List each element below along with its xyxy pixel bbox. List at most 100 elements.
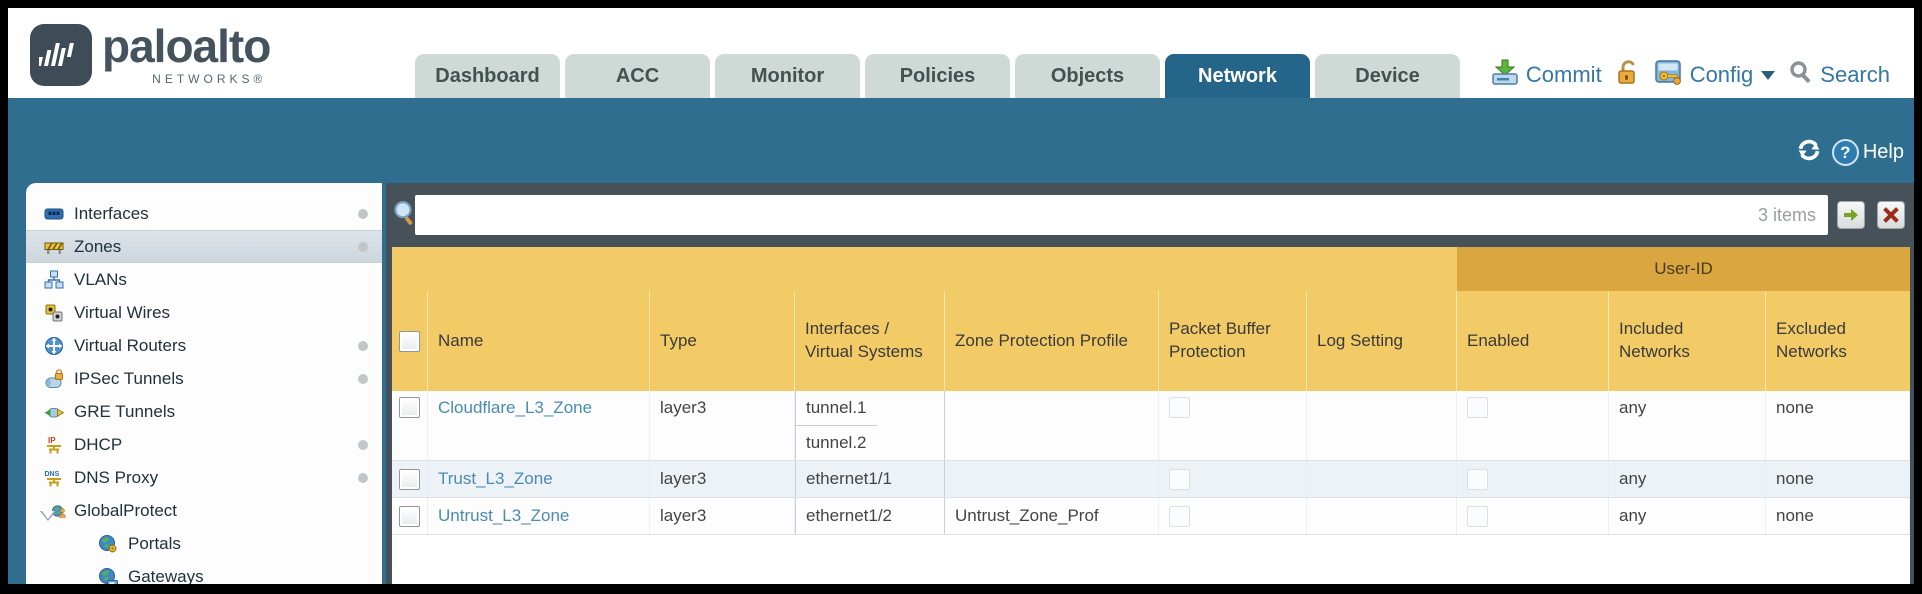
svg-text:DNS: DNS xyxy=(45,471,60,478)
user-id-group-header: User-ID xyxy=(1457,247,1910,291)
tab-policies[interactable]: Policies xyxy=(865,54,1010,98)
zone-name-link[interactable]: Untrust_L3_Zone xyxy=(438,506,570,525)
tab-acc[interactable]: ACC xyxy=(565,54,710,98)
excluded-networks: none xyxy=(1766,391,1910,460)
gre-tunnels-icon xyxy=(42,401,66,423)
column-header-interfaces[interactable]: Interfaces / Virtual Systems xyxy=(795,291,945,391)
tab-dashboard[interactable]: Dashboard xyxy=(415,54,560,98)
column-header-enabled[interactable]: Enabled xyxy=(1457,291,1609,391)
column-header-name[interactable]: Name xyxy=(428,291,650,391)
status-dot xyxy=(358,439,368,450)
column-header-zone-protection-profile[interactable]: Zone Protection Profile xyxy=(945,291,1159,391)
status-dot xyxy=(358,340,368,351)
zones-icon xyxy=(42,236,66,258)
network-sidebar: Interfaces Zones xyxy=(26,183,382,584)
top-header: paloalto NETWORKS® Dashboard ACC Monitor… xyxy=(8,8,1914,98)
column-header-packet-buffer-protection[interactable]: Packet Buffer Protection xyxy=(1159,291,1307,391)
ipsec-tunnels-icon xyxy=(42,368,66,390)
sidebar-item-globalprotect[interactable]: GlobalProtect xyxy=(26,494,382,527)
virtual-routers-icon xyxy=(42,335,66,357)
brand-text: paloalto xyxy=(102,20,271,72)
apply-filter-button[interactable] xyxy=(1837,201,1865,229)
search-icon xyxy=(1788,59,1814,91)
tab-device[interactable]: Device xyxy=(1315,54,1460,98)
status-dot xyxy=(358,472,368,483)
config-menu-button[interactable]: Config xyxy=(1654,58,1776,92)
globalprotect-icon xyxy=(40,500,66,522)
interface-item: tunnel.1 xyxy=(796,391,877,426)
sidebar-item-interfaces[interactable]: Interfaces xyxy=(26,197,382,230)
row-select-checkbox[interactable] xyxy=(399,397,420,418)
sidebar-item-vlans[interactable]: VLANs xyxy=(26,263,382,296)
status-dot xyxy=(358,373,368,384)
item-count: 3 items xyxy=(1757,204,1816,225)
zone-type: layer3 xyxy=(650,498,795,534)
zones-content: 3 items User-ID xyxy=(386,183,1914,584)
zone-interfaces: ethernet1/2 xyxy=(795,498,945,534)
brand-subtext: NETWORKS® xyxy=(152,72,267,86)
row-select-checkbox[interactable] xyxy=(399,505,420,527)
commit-button[interactable]: Commit xyxy=(1490,58,1602,92)
tab-monitor[interactable]: Monitor xyxy=(715,54,860,98)
help-button[interactable]: ? Help xyxy=(1831,139,1904,166)
paloalto-logo: paloalto NETWORKS® xyxy=(30,18,271,86)
sidebar-item-gateways[interactable]: Gateways xyxy=(26,560,382,584)
zones-table: User-ID Name Type Interfaces / Virtual S… xyxy=(392,247,1910,584)
zone-interfaces: ethernet1/1 xyxy=(795,461,945,497)
zone-name-link[interactable]: Trust_L3_Zone xyxy=(438,469,553,488)
select-all-checkbox[interactable] xyxy=(399,330,420,352)
log-setting xyxy=(1307,391,1457,460)
chevron-down-icon xyxy=(1761,70,1776,80)
sidebar-item-zones[interactable]: Zones xyxy=(26,230,382,263)
excluded-networks: none xyxy=(1766,461,1910,497)
sidebar-item-ipsec-tunnels[interactable]: IPSec Tunnels xyxy=(26,362,382,395)
help-icon: ? xyxy=(1831,139,1859,166)
green-arrow-icon xyxy=(1844,209,1858,221)
table-row: Trust_L3_Zone layer3 ethernet1/1 any non… xyxy=(392,461,1910,498)
tab-network[interactable]: Network xyxy=(1165,54,1310,98)
filter-input-wrap: 3 items xyxy=(415,195,1828,235)
clear-filter-button[interactable] xyxy=(1877,201,1905,229)
interfaces-icon xyxy=(42,203,66,225)
tab-objects[interactable]: Objects xyxy=(1015,54,1160,98)
page: paloalto NETWORKS® Dashboard ACC Monitor… xyxy=(8,8,1914,584)
header-actions: Commit xyxy=(1490,52,1890,98)
user-id-enabled-checkbox xyxy=(1467,468,1488,490)
zone-type: layer3 xyxy=(650,461,795,497)
zone-name-link[interactable]: Cloudflare_L3_Zone xyxy=(438,398,593,417)
content-toolbar: ? Help xyxy=(1795,136,1904,169)
included-networks: any xyxy=(1609,391,1766,460)
virtual-wires-icon xyxy=(42,302,66,324)
dhcp-icon: IP xyxy=(42,434,66,456)
included-networks: any xyxy=(1609,498,1766,534)
sidebar-item-dhcp[interactable]: IP DHCP xyxy=(26,428,382,461)
lock-icon[interactable] xyxy=(1615,59,1641,92)
interface-item: tunnel.2 xyxy=(806,433,867,452)
sidebar-item-dns-proxy[interactable]: DNS DNS Proxy xyxy=(26,461,382,494)
search-button[interactable]: Search xyxy=(1788,59,1890,91)
packet-buffer-protection-checkbox xyxy=(1169,505,1190,527)
red-x-icon xyxy=(1883,207,1899,223)
refresh-icon[interactable] xyxy=(1795,136,1823,169)
zone-protection-profile: Untrust_Zone_Prof xyxy=(945,498,1159,534)
sidebar-item-virtual-wires[interactable]: Virtual Wires xyxy=(26,296,382,329)
svg-text:IP: IP xyxy=(48,436,56,445)
paloalto-logo-icon xyxy=(30,24,92,86)
column-header-type[interactable]: Type xyxy=(650,291,795,391)
portals-icon xyxy=(96,533,120,555)
column-header-excluded-networks[interactable]: Excluded Networks xyxy=(1776,319,1847,361)
expand-triangle-icon[interactable] xyxy=(40,510,56,521)
row-select-checkbox[interactable] xyxy=(399,468,420,490)
sidebar-item-portals[interactable]: Portals xyxy=(26,527,382,560)
sidebar-item-virtual-routers[interactable]: Virtual Routers xyxy=(26,329,382,362)
column-header-included-networks[interactable]: Included Networks xyxy=(1609,291,1766,391)
packet-buffer-protection-checkbox xyxy=(1169,468,1190,490)
packet-buffer-protection-checkbox xyxy=(1169,397,1190,418)
zone-type: layer3 xyxy=(650,391,795,460)
filter-input[interactable] xyxy=(415,195,1758,235)
sidebar-item-gre-tunnels[interactable]: GRE Tunnels xyxy=(26,395,382,428)
status-dot xyxy=(358,208,368,219)
table-row: Untrust_L3_Zone layer3 ethernet1/2 Untru… xyxy=(392,498,1910,535)
column-header-log-setting[interactable]: Log Setting xyxy=(1307,291,1457,391)
